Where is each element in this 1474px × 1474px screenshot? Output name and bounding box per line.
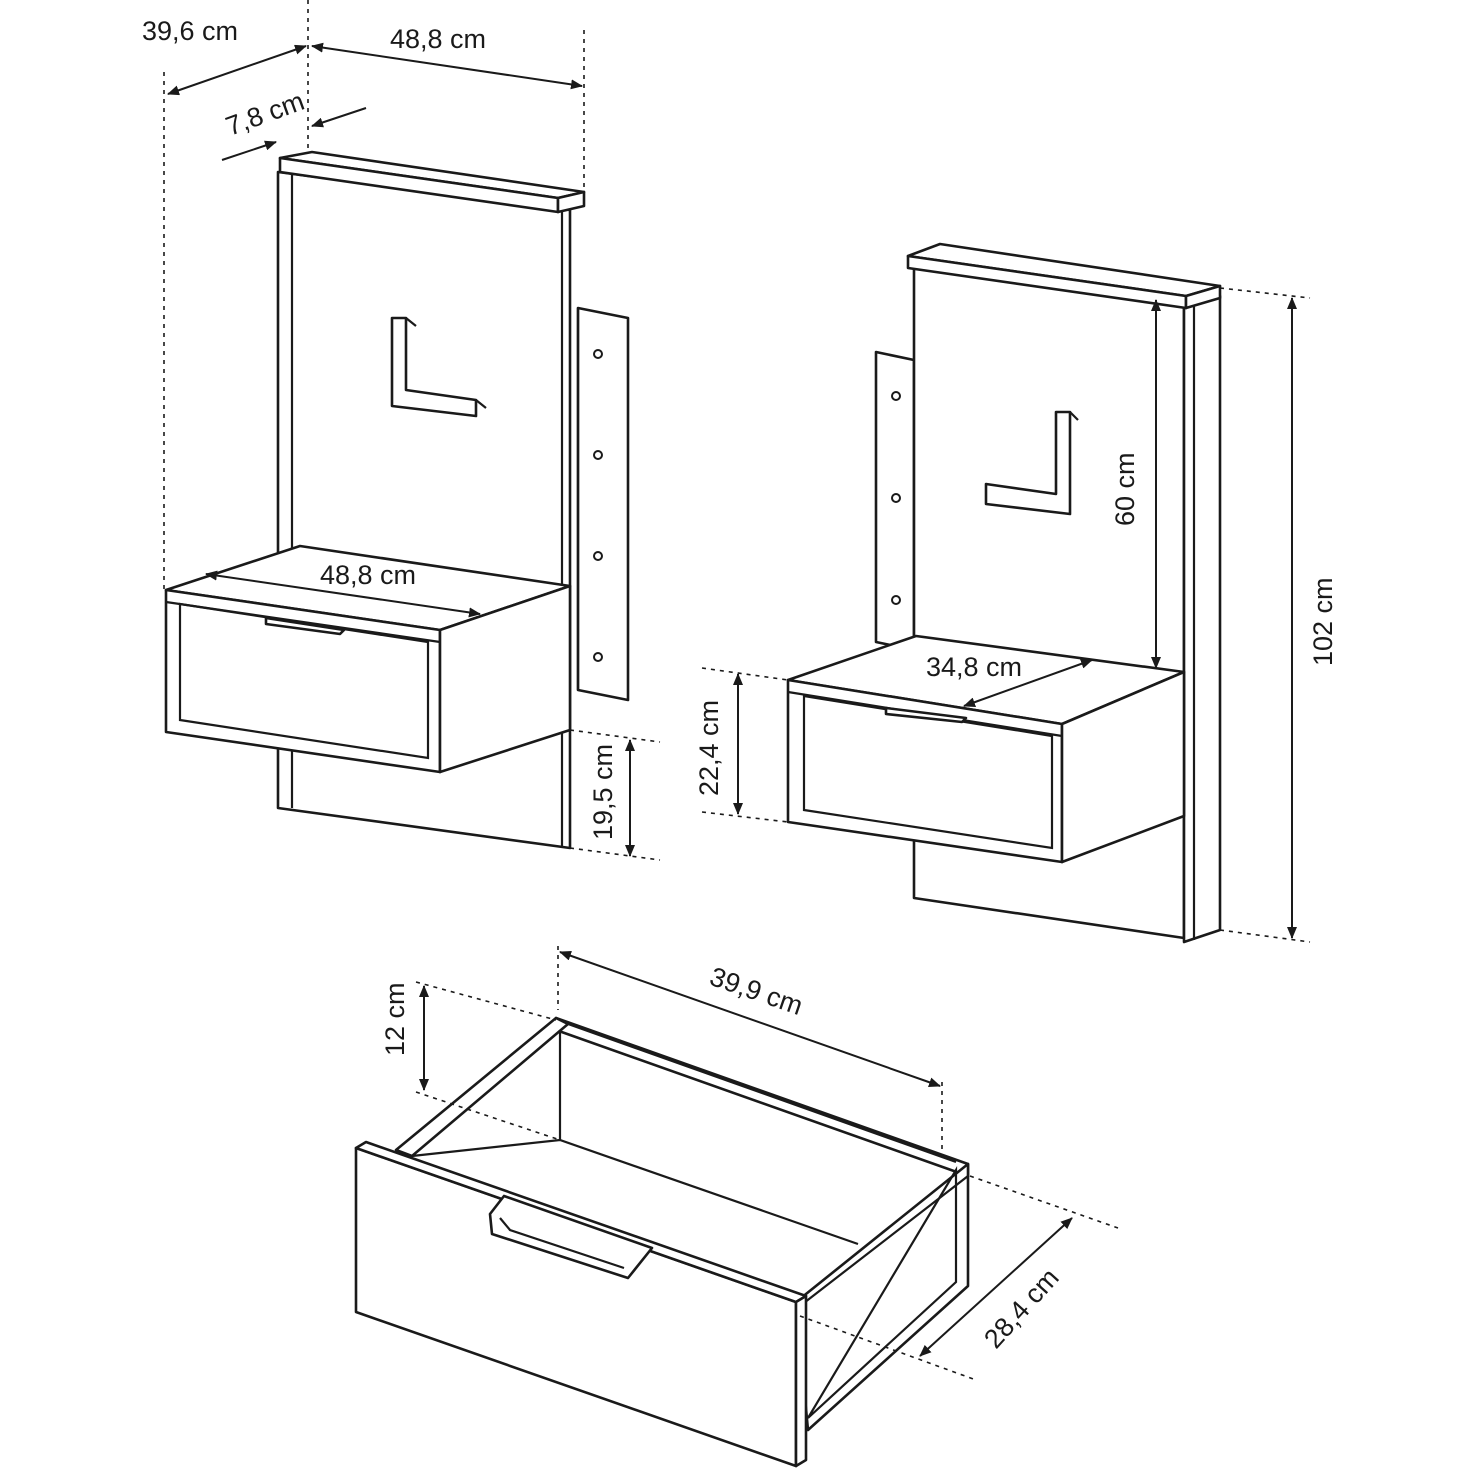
label-width-top: 48,8 cm [390, 24, 486, 54]
label-panel-height: 60 cm [1110, 452, 1140, 526]
label-drawer-depth: 28,4 cm [978, 1263, 1065, 1354]
right-dimensions [701, 287, 1311, 943]
label-unit-height: 22,4 cm [694, 700, 724, 796]
left-nightstand [164, 150, 630, 850]
label-drawer-height: 12 cm [380, 982, 410, 1056]
right-drawer-handle [884, 706, 968, 724]
drawer-dimensions [415, 946, 1119, 1381]
drawer-handle [488, 1194, 654, 1280]
left-drawer-handle [264, 616, 346, 636]
label-drawer-width: 39,9 cm [706, 961, 807, 1021]
left-wall-strip [576, 306, 630, 702]
label-width-drawer-unit: 48,8 cm [320, 560, 416, 590]
label-depth-total: 39,6 cm [142, 16, 238, 46]
drawer [354, 1016, 970, 1468]
drawer-left-wall [394, 1016, 570, 1158]
drawer-front-panel [354, 1146, 798, 1468]
label-shelf-depth: 7,8 cm [222, 86, 308, 142]
left-dimensions [163, 0, 661, 861]
label-height-below: 19,5 cm [588, 744, 618, 840]
label-total-height: 102 cm [1308, 577, 1338, 666]
label-unit-depth: 34,8 cm [926, 652, 1022, 682]
drawer-right-wall [794, 1162, 970, 1432]
